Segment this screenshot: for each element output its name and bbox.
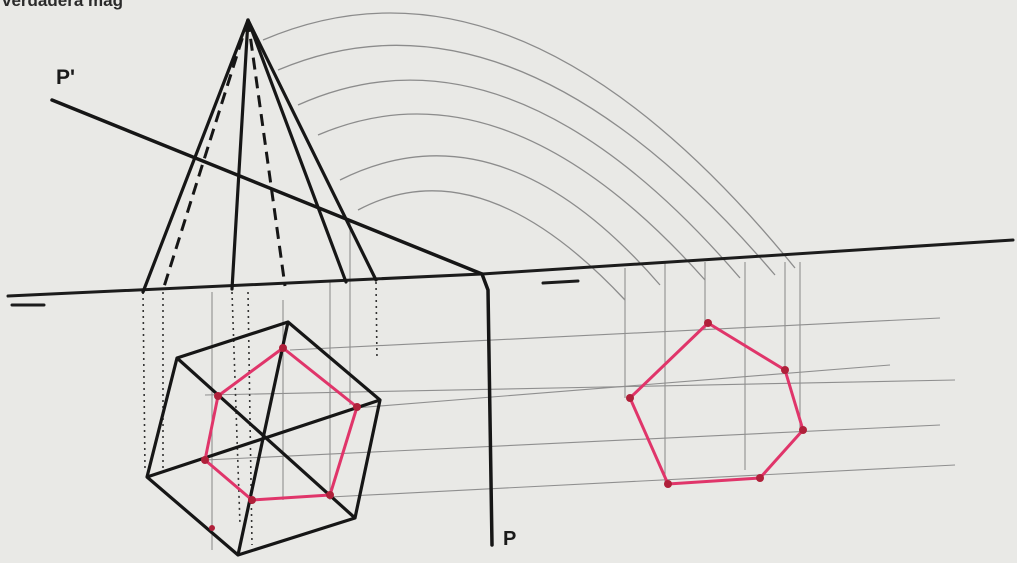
proj-h-2: [204, 379, 956, 396]
plan-point-4: [248, 496, 256, 504]
ground-line: [6, 238, 1015, 307]
pyramid-edge-3: [246, 18, 348, 284]
true-point-2: [781, 366, 789, 374]
plane-label-p-prime: P': [56, 66, 76, 89]
ground-tick-right: [541, 279, 580, 285]
plan-point-3: [326, 491, 334, 499]
arc-4: [317, 113, 706, 281]
plane-traces: [50, 98, 494, 547]
hidden-edge-1: [161, 19, 250, 291]
plan-point-5: [201, 456, 209, 464]
hex-diagonal-3: [146, 398, 381, 479]
plan-point-2: [353, 403, 361, 411]
projection-lines: [204, 222, 956, 550]
dotted-1: [142, 291, 146, 471]
true-section-points: [626, 319, 807, 488]
pyramid-elevation: [141, 18, 378, 294]
section-plan: [203, 346, 359, 502]
true-point-4: [756, 474, 764, 482]
proj-h-5: [329, 464, 956, 498]
true-section-outline: [628, 321, 805, 486]
arc-1: [262, 12, 796, 269]
pyramid-edge-4: [246, 18, 378, 282]
dotted-5: [375, 281, 378, 361]
section-plan-points: [201, 344, 361, 531]
pyramid-edge-2: [230, 18, 250, 291]
pyramid-edge-1: [141, 18, 250, 294]
true-point-5: [664, 480, 672, 488]
ground-line-left: [6, 272, 484, 298]
hidden-edge-2: [246, 19, 287, 287]
true-magnitude-section: [628, 321, 805, 486]
plan-point-7: [209, 525, 215, 531]
true-point-3: [799, 426, 807, 434]
proj-h-1: [289, 317, 941, 351]
proj-h-4: [204, 424, 941, 461]
plan-point-6: [214, 392, 222, 400]
hexagon-plan: [145, 320, 382, 557]
proj-h-3: [354, 364, 891, 409]
true-point-6: [626, 394, 634, 402]
trace-p-prime: [50, 98, 484, 276]
true-point-1: [704, 319, 712, 327]
section-plan-outline: [203, 346, 359, 502]
pyramid-hidden-edges: [161, 19, 287, 291]
ground-line-right: [480, 238, 1015, 276]
arc-5: [339, 155, 661, 286]
cropped-heading-text: verdadera mag: [2, 0, 123, 10]
arc-3: [297, 79, 741, 279]
arc-6: [357, 190, 626, 301]
arc-2: [277, 44, 776, 276]
trace-p: [480, 272, 494, 547]
plane-label-p: P: [503, 528, 517, 550]
plan-point-1: [279, 344, 287, 352]
rebatment-arcs: [262, 12, 796, 301]
